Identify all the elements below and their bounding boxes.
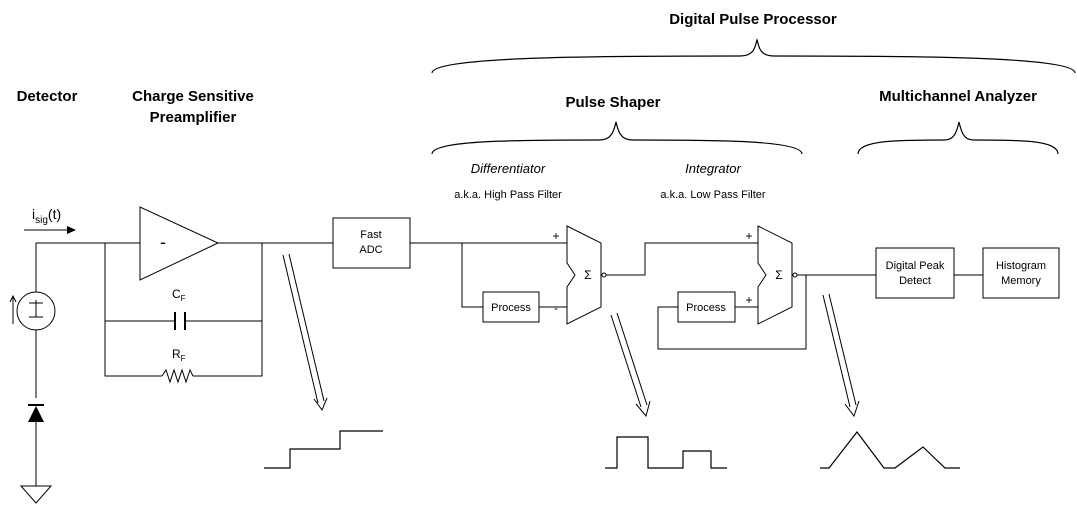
preamp-opamp-sign: - <box>160 232 166 252</box>
digital-peak-detect-label-line2: Detect <box>899 275 931 287</box>
summer2-plus-top: + <box>745 229 752 243</box>
integrator-wires <box>606 242 807 350</box>
feedback-capacitor-label: CF <box>172 287 186 303</box>
current-source-glyph <box>29 300 43 318</box>
integrator-label: Integrator <box>685 161 741 176</box>
summer2-plus-bottom: + <box>745 293 752 307</box>
fast-adc-block[interactable] <box>332 217 411 269</box>
digital-peak-detect-label-line1: Digital Peak <box>886 260 945 272</box>
pulse-shaper-title: Pulse Shaper <box>565 94 660 111</box>
digital-pulse-processor-title: Digital Pulse Processor <box>669 11 837 28</box>
feedback-capacitor <box>174 312 186 330</box>
integrator-output-probe-arrow <box>822 293 860 418</box>
current-source-symbol <box>16 291 56 331</box>
signal-current-label: isig(t) <box>32 206 61 226</box>
detector-diode-icon <box>28 406 44 422</box>
feedback-resistor <box>161 368 194 384</box>
multichannel-analyzer-brace <box>857 121 1059 155</box>
histogram-memory-block[interactable] <box>982 247 1060 299</box>
histogram-memory-label-line2: Memory <box>1001 275 1041 287</box>
summer1-output-dot <box>601 272 607 278</box>
differentiator-pulse-waveform <box>605 436 727 469</box>
preamp-opamp <box>139 206 220 281</box>
digital-pulse-processor-brace <box>431 38 1076 74</box>
summer1-plus: + <box>552 229 559 243</box>
preamp-step-waveform <box>264 430 383 469</box>
preamp-title-line1: Charge Sensitive <box>132 88 254 105</box>
differentiator-wires <box>410 242 567 308</box>
summer1-sigma: Σ <box>584 268 591 282</box>
fast-adc-label-line2: ADC <box>359 244 382 256</box>
differentiator-output-probe-arrow <box>610 312 651 418</box>
pulse-shaper-brace <box>431 121 803 155</box>
digital-peak-detect-block[interactable] <box>875 247 955 299</box>
integrator-process-block[interactable] <box>677 291 736 323</box>
feedback-wires <box>104 243 263 377</box>
histogram-memory-label-line1: Histogram <box>996 260 1046 272</box>
detector-title: Detector <box>17 88 78 105</box>
detector-wire <box>35 242 105 398</box>
integrator-process-label: Process <box>686 302 726 314</box>
preamp-title-line2: Preamplifier <box>150 109 237 126</box>
summer1-minus: - <box>554 301 558 315</box>
differentiator-process-block[interactable] <box>482 291 540 323</box>
ground-icon <box>19 485 53 504</box>
multichannel-analyzer-title: Multichannel Analyzer <box>879 88 1037 105</box>
summer2-sigma: Σ <box>775 268 782 282</box>
integrator-trapezoid-waveform <box>820 431 960 469</box>
feedback-resistor-label: RF <box>172 347 186 363</box>
differentiator-label: Differentiator <box>471 161 546 176</box>
signal-current-arrowhead <box>67 226 76 234</box>
differentiator-summer <box>566 225 602 325</box>
differentiator-process-label: Process <box>491 302 531 314</box>
preamp-output-probe-arrow <box>282 253 328 412</box>
differentiator-aka-label: a.k.a. High Pass Filter <box>454 189 562 201</box>
integrator-summer <box>757 225 793 325</box>
current-source-direction-arrow <box>9 294 17 324</box>
integrator-aka-label: a.k.a. Low Pass Filter <box>660 189 765 201</box>
summer2-output-dot <box>792 272 798 278</box>
fast-adc-label-line1: Fast <box>360 229 381 241</box>
